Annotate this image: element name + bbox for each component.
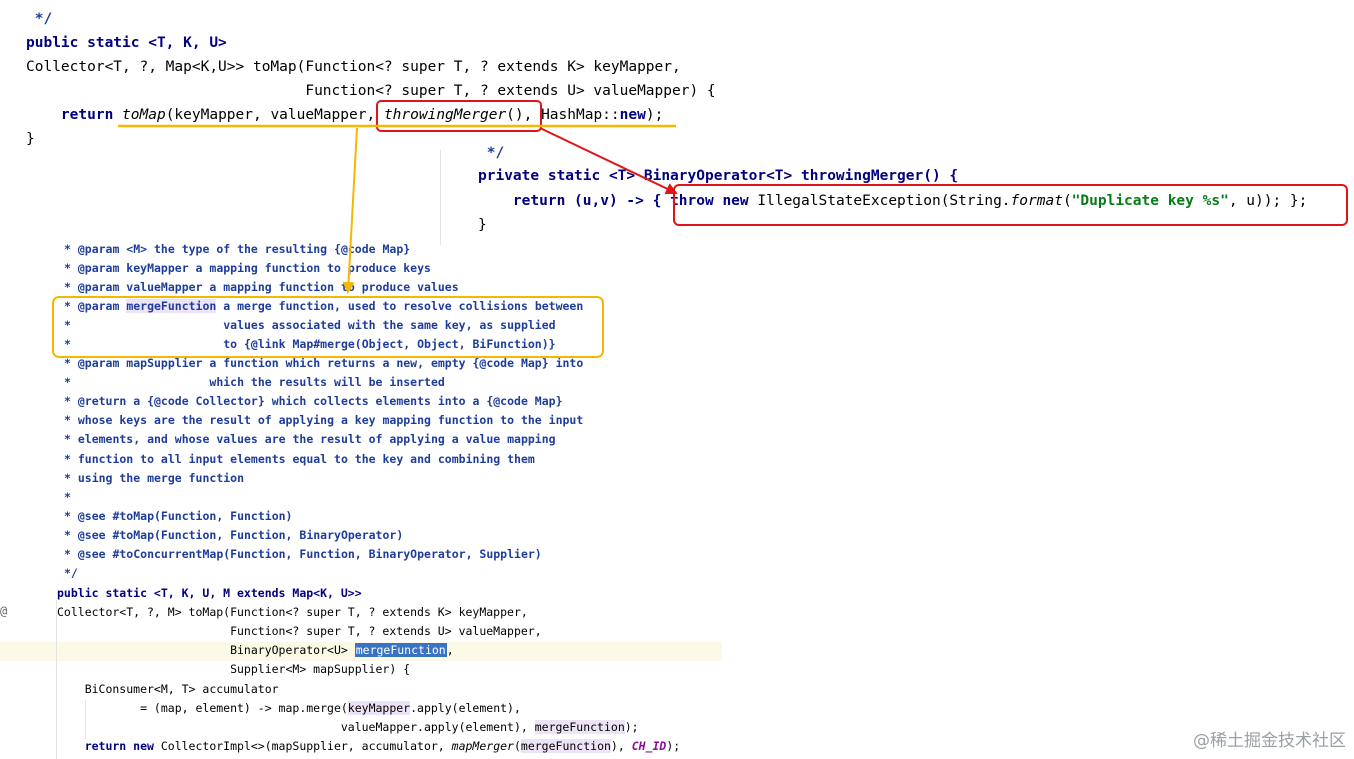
javadoc-line: * @see #toMap(Function, Function): [64, 509, 293, 523]
code-line: Collector<T, ?, Map<K,U>> toMap(Function…: [26, 59, 681, 75]
code-line: = (map, element) -> map.merge(keyMapper.…: [57, 701, 521, 715]
javadoc-line: * values associated with the same key, a…: [64, 318, 556, 332]
throw-line: return (u,v) -> { throw new IllegalState…: [478, 193, 1308, 209]
code-line: */: [478, 145, 505, 161]
javadoc-line: * @param mapSupplier a function which re…: [64, 356, 584, 370]
code-line: Function<? super T, ? extends U> valueMa…: [57, 624, 542, 638]
selected-identifier[interactable]: mergeFunction: [354, 643, 447, 657]
code-line: public static <T, K, U, M extends Map<K,…: [57, 586, 362, 600]
indent-guide: [56, 600, 57, 759]
code-line: BinaryOperator<U> mergeFunction,: [57, 643, 454, 657]
javadoc-line: * @param <M> the type of the resulting {…: [64, 242, 411, 256]
code-line: Function<? super T, ? extends U> valueMa…: [26, 83, 716, 99]
indent-guide: [85, 700, 86, 740]
javadoc-line: * which the results will be inserted: [64, 375, 445, 389]
code-line: Supplier<M> mapSupplier) {: [57, 662, 411, 676]
javadoc-line: * to {@link Map#merge(Object, Object, Bi…: [64, 337, 556, 351]
indent-guide: [440, 150, 441, 245]
code-line: private static <T> BinaryOperator<T> thr…: [478, 168, 959, 184]
javadoc-line: * @param mergeFunction a merge function,…: [64, 299, 584, 313]
override-gutter-icon[interactable]: @: [0, 604, 8, 618]
javadoc-line: * @param valueMapper a mapping function …: [64, 280, 459, 294]
javadoc-line: * @see #toMap(Function, Function, Binary…: [64, 528, 404, 542]
watermark: @稀土掘金技术社区: [1193, 731, 1346, 751]
javadoc-line: * function to all input elements equal t…: [64, 452, 535, 466]
code-line: */: [26, 11, 53, 27]
code-line: return new CollectorImpl<>(mapSupplier, …: [57, 739, 681, 753]
javadoc-line: * elements, and whose values are the res…: [64, 432, 556, 446]
javadoc-line: *: [64, 490, 71, 504]
javadoc-line: */: [64, 566, 78, 580]
javadoc-line: * whose keys are the result of applying …: [64, 413, 584, 427]
code-line: valueMapper.apply(element), mergeFunctio…: [57, 720, 639, 734]
red-highlight-box-throwing-merger: [376, 100, 542, 132]
red-highlight-box-throw-statement: [673, 184, 1348, 226]
javadoc-line: * @see #toConcurrentMap(Function, Functi…: [64, 547, 542, 561]
code-line: }: [478, 217, 487, 233]
javadoc-line: * @param keyMapper a mapping function to…: [64, 261, 431, 275]
throwing-merger-call: throwingMerger: [383, 107, 507, 123]
code-line: }: [26, 131, 35, 147]
code-line: BiConsumer<M, T> accumulator: [57, 682, 279, 696]
javadoc-line: * @return a {@code Collector} which coll…: [64, 394, 563, 408]
code-line: Collector<T, ?, M> toMap(Function<? supe…: [57, 605, 528, 619]
yellow-highlight-box-merge-function-doc: [52, 296, 604, 358]
code-line: public static <T, K, U>: [26, 35, 227, 51]
return-tomap-line: return toMap(keyMapper, valueMapper, thr…: [26, 107, 664, 123]
javadoc-line: * using the merge function: [64, 471, 245, 485]
